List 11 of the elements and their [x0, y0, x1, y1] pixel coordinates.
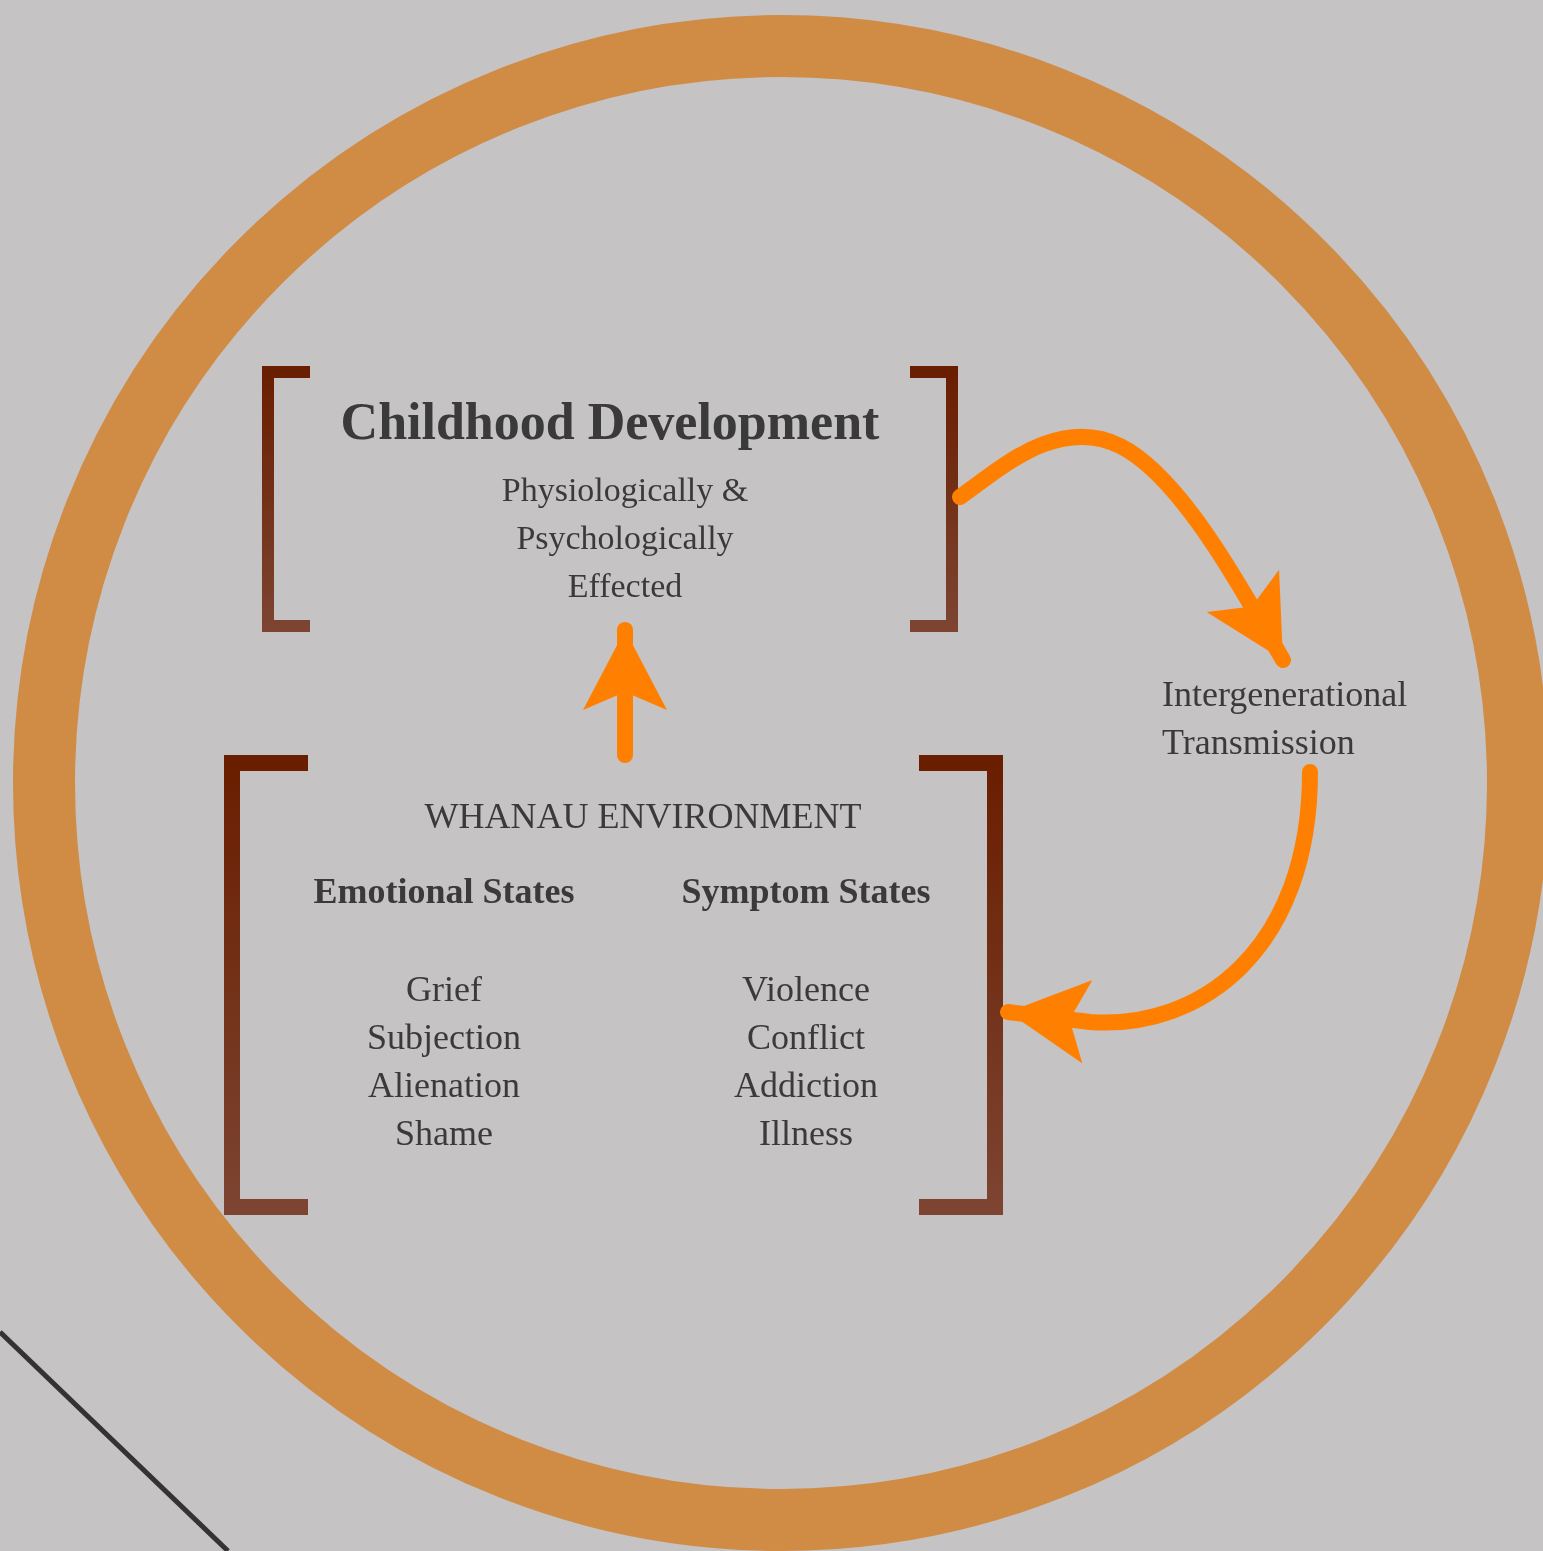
column-heading: Symptom States: [680, 870, 932, 913]
list-text: Violence Conflict Addiction Illness: [734, 968, 878, 1155]
node-label: Intergenerational Transmission: [1162, 670, 1462, 770]
subheading: Physiologically & Psychologically Effected: [500, 470, 750, 606]
heading: WHANAU ENVIRONMENT: [423, 795, 863, 838]
arrow: [583, 622, 667, 763]
heading: Childhood Development: [339, 392, 881, 452]
arrow: [952, 428, 1291, 668]
arrow: [1000, 764, 1318, 1064]
column-heading: Emotional States: [312, 870, 576, 913]
list-text: Grief Subjection Alienation Shame: [367, 968, 521, 1155]
